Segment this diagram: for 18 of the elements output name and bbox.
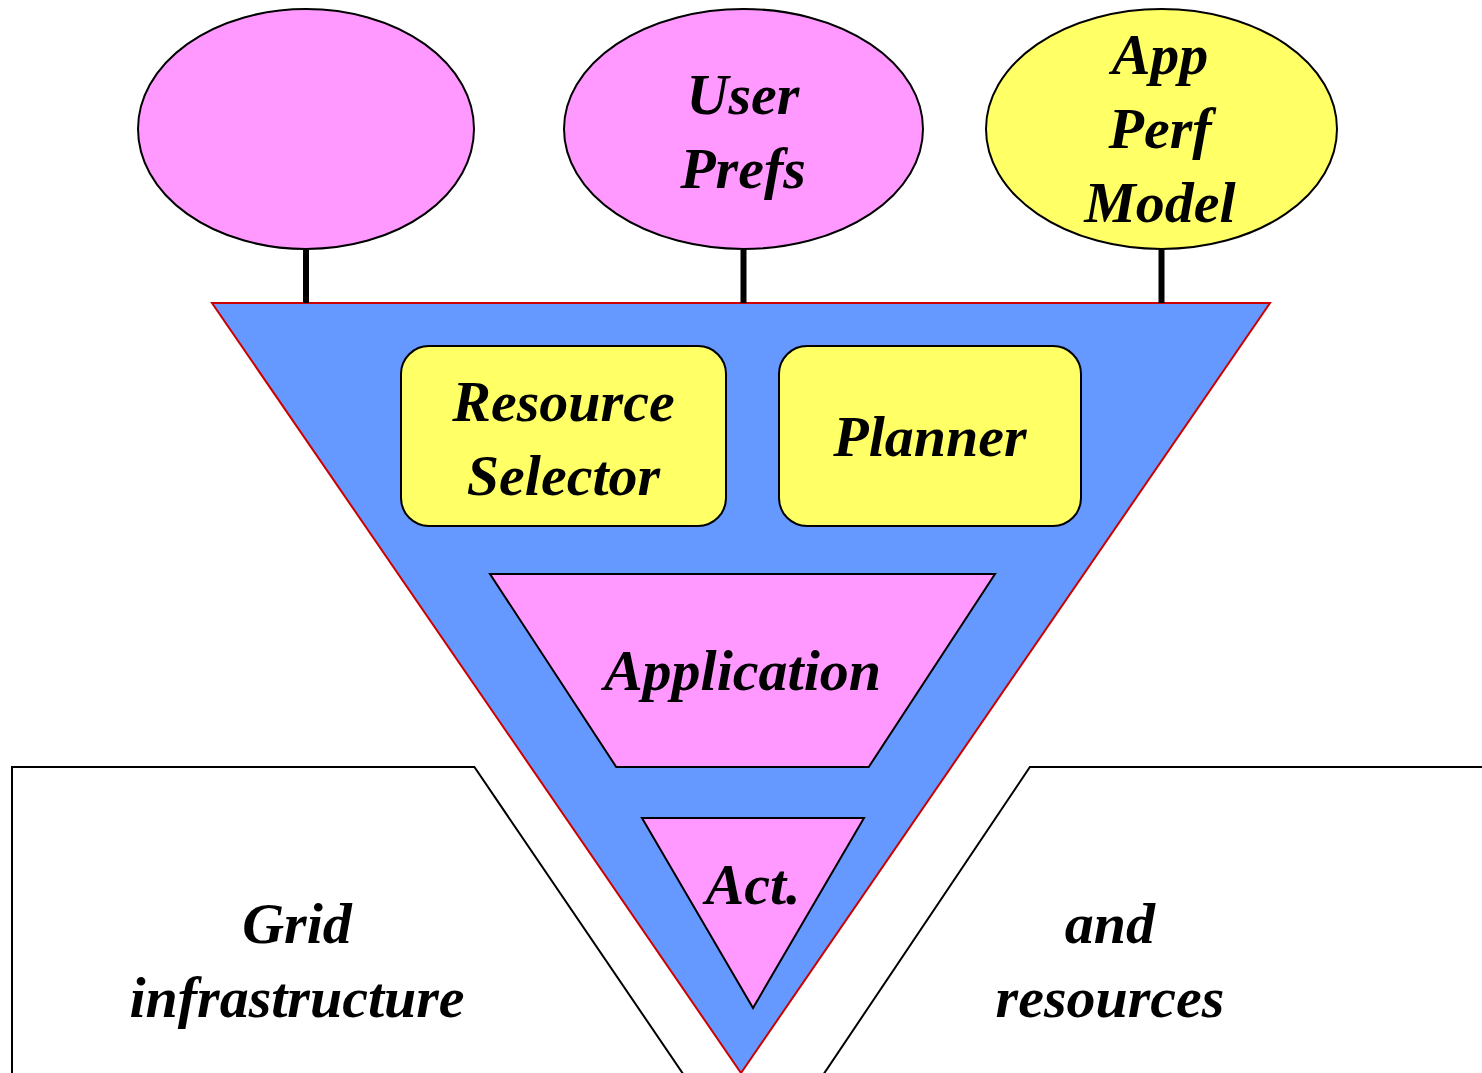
- connector-line: [1158, 250, 1165, 303]
- triangle-node: [642, 818, 864, 1008]
- node-label: Application: [600, 637, 883, 705]
- ellipse-node: [137, 8, 475, 250]
- rounded-box: [778, 345, 1082, 527]
- node-label: User Prefs: [679, 61, 807, 204]
- node-label: Resource Selector: [451, 368, 676, 511]
- connector-line: [740, 250, 747, 303]
- node-label: Grid infrastructure: [128, 890, 466, 1033]
- node-label: and resources: [994, 890, 1226, 1033]
- node-label: Planner: [832, 403, 1028, 471]
- ellipse-node: [563, 8, 924, 250]
- rounded-box: [400, 345, 727, 527]
- connector-line: [303, 250, 309, 303]
- node-label: App Perf Model: [1082, 21, 1237, 238]
- ellipse-node: [985, 8, 1338, 250]
- node-label: Act.: [682, 848, 824, 923]
- trapezoid-node: [490, 574, 995, 767]
